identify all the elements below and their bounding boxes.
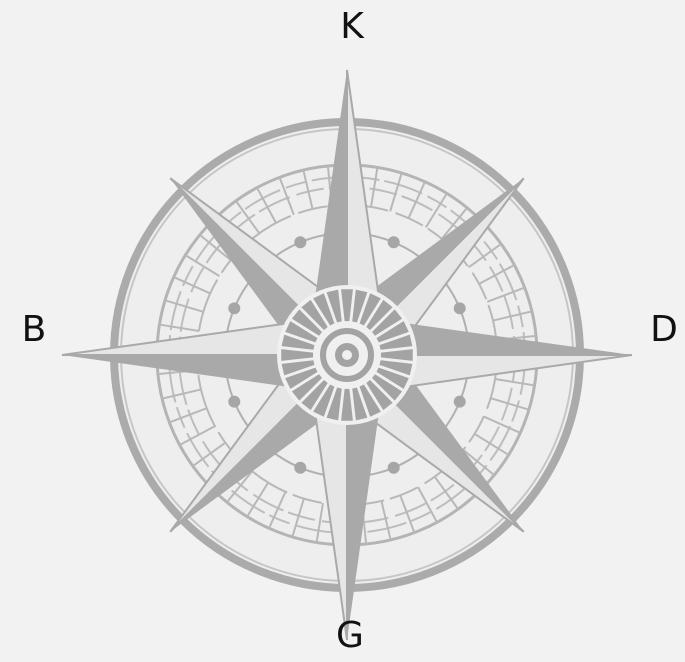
north-label: K [340,9,364,45]
ring-dot [454,396,466,408]
east-label: D [650,312,678,348]
ring-dot [388,462,400,474]
ring-dot [388,236,400,248]
ring-dot [454,302,466,314]
ring-dot [228,302,240,314]
hub-dot [342,350,352,360]
ring-dot [228,396,240,408]
ring-dot [294,236,306,248]
west-label: B [22,312,47,348]
ring-dot [294,462,306,474]
south-label: G [336,618,364,654]
